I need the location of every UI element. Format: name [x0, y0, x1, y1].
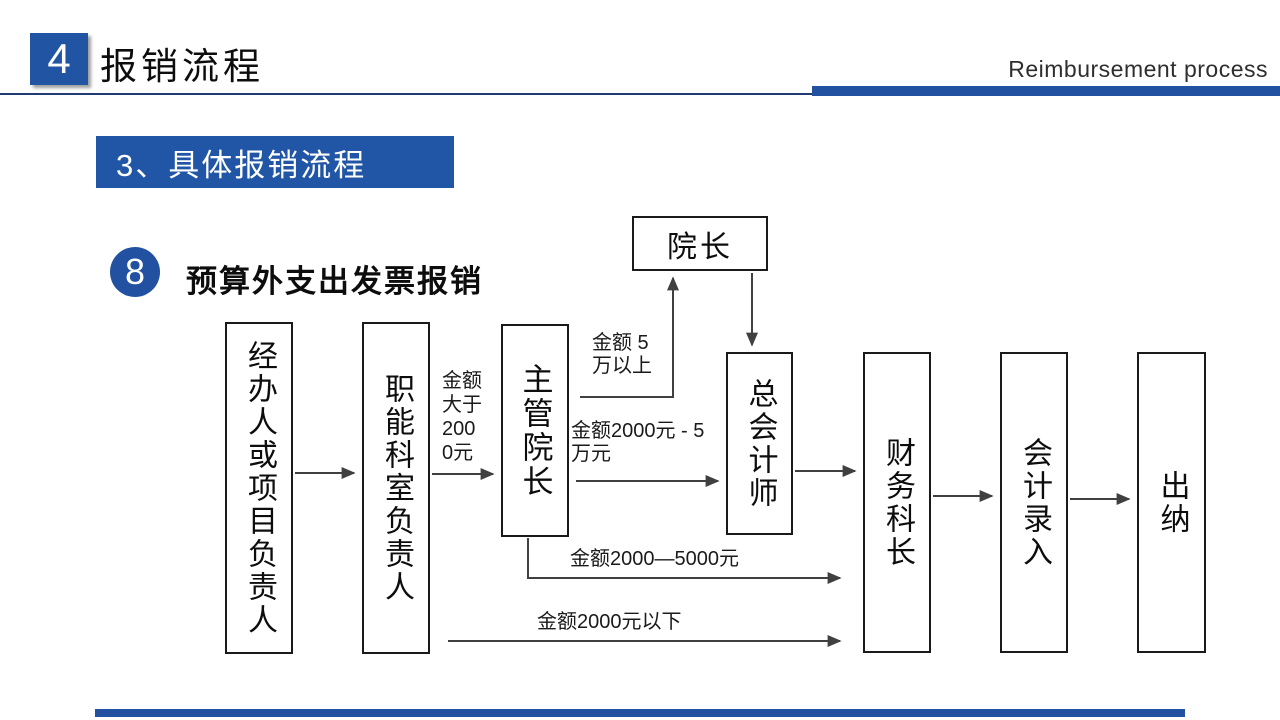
edge-label-amount-2000-5000: 金额2000—5000元 — [570, 548, 739, 570]
section-title: 3、具体报销流程 — [116, 147, 367, 183]
flow-node-handler: 经办人或项目负责人 — [225, 322, 293, 654]
edge-label-amount-2000-to-50000: 金额2000元 - 5 万元 — [571, 420, 705, 465]
flow-node-dean: 院长 — [632, 216, 768, 271]
flow-node-label: 总会计师 — [743, 377, 777, 510]
flow-node-label: 出纳 — [1155, 469, 1189, 536]
page-subtitle-english: Reimbursement process — [1008, 56, 1268, 82]
flow-node-supervising-dean: 主管院长 — [501, 324, 569, 537]
flow-node-cashier: 出纳 — [1137, 352, 1206, 653]
flow-node-accounting-entry: 会计录入 — [1000, 352, 1068, 653]
section-title-bar: 3、具体报销流程 — [96, 136, 454, 188]
header-divider-line — [0, 93, 818, 95]
flow-number-badge: 8 — [110, 247, 160, 297]
chapter-number-badge: 4 — [30, 33, 88, 85]
flow-node-label: 院长 — [667, 230, 733, 264]
flow-title: 预算外支出发票报销 — [186, 264, 483, 299]
flow-node-label: 主管院长 — [517, 362, 553, 499]
flow-node-functional-dept-head: 职能科室负责人 — [362, 322, 430, 654]
page-title: 报销流程 — [100, 46, 264, 87]
edge-label-amount-under-2000: 金额2000元以下 — [537, 611, 682, 633]
footer-accent-bar — [95, 709, 1185, 717]
flow-node-finance-section-chief: 财务科长 — [863, 352, 931, 653]
edge-label-amount-over-2000: 金额 大于 200 0元 — [442, 370, 482, 464]
flow-node-label: 财务科长 — [881, 436, 914, 569]
flow-node-label: 会计录入 — [1018, 436, 1051, 569]
header-accent-bar — [812, 86, 1280, 96]
flow-node-label: 经办人或项目负责人 — [243, 339, 276, 637]
flow-node-label: 职能科室负责人 — [380, 372, 413, 604]
flow-node-chief-accountant: 总会计师 — [726, 352, 793, 535]
edge-label-amount-over-50000: 金额 5 万以上 — [592, 332, 652, 377]
